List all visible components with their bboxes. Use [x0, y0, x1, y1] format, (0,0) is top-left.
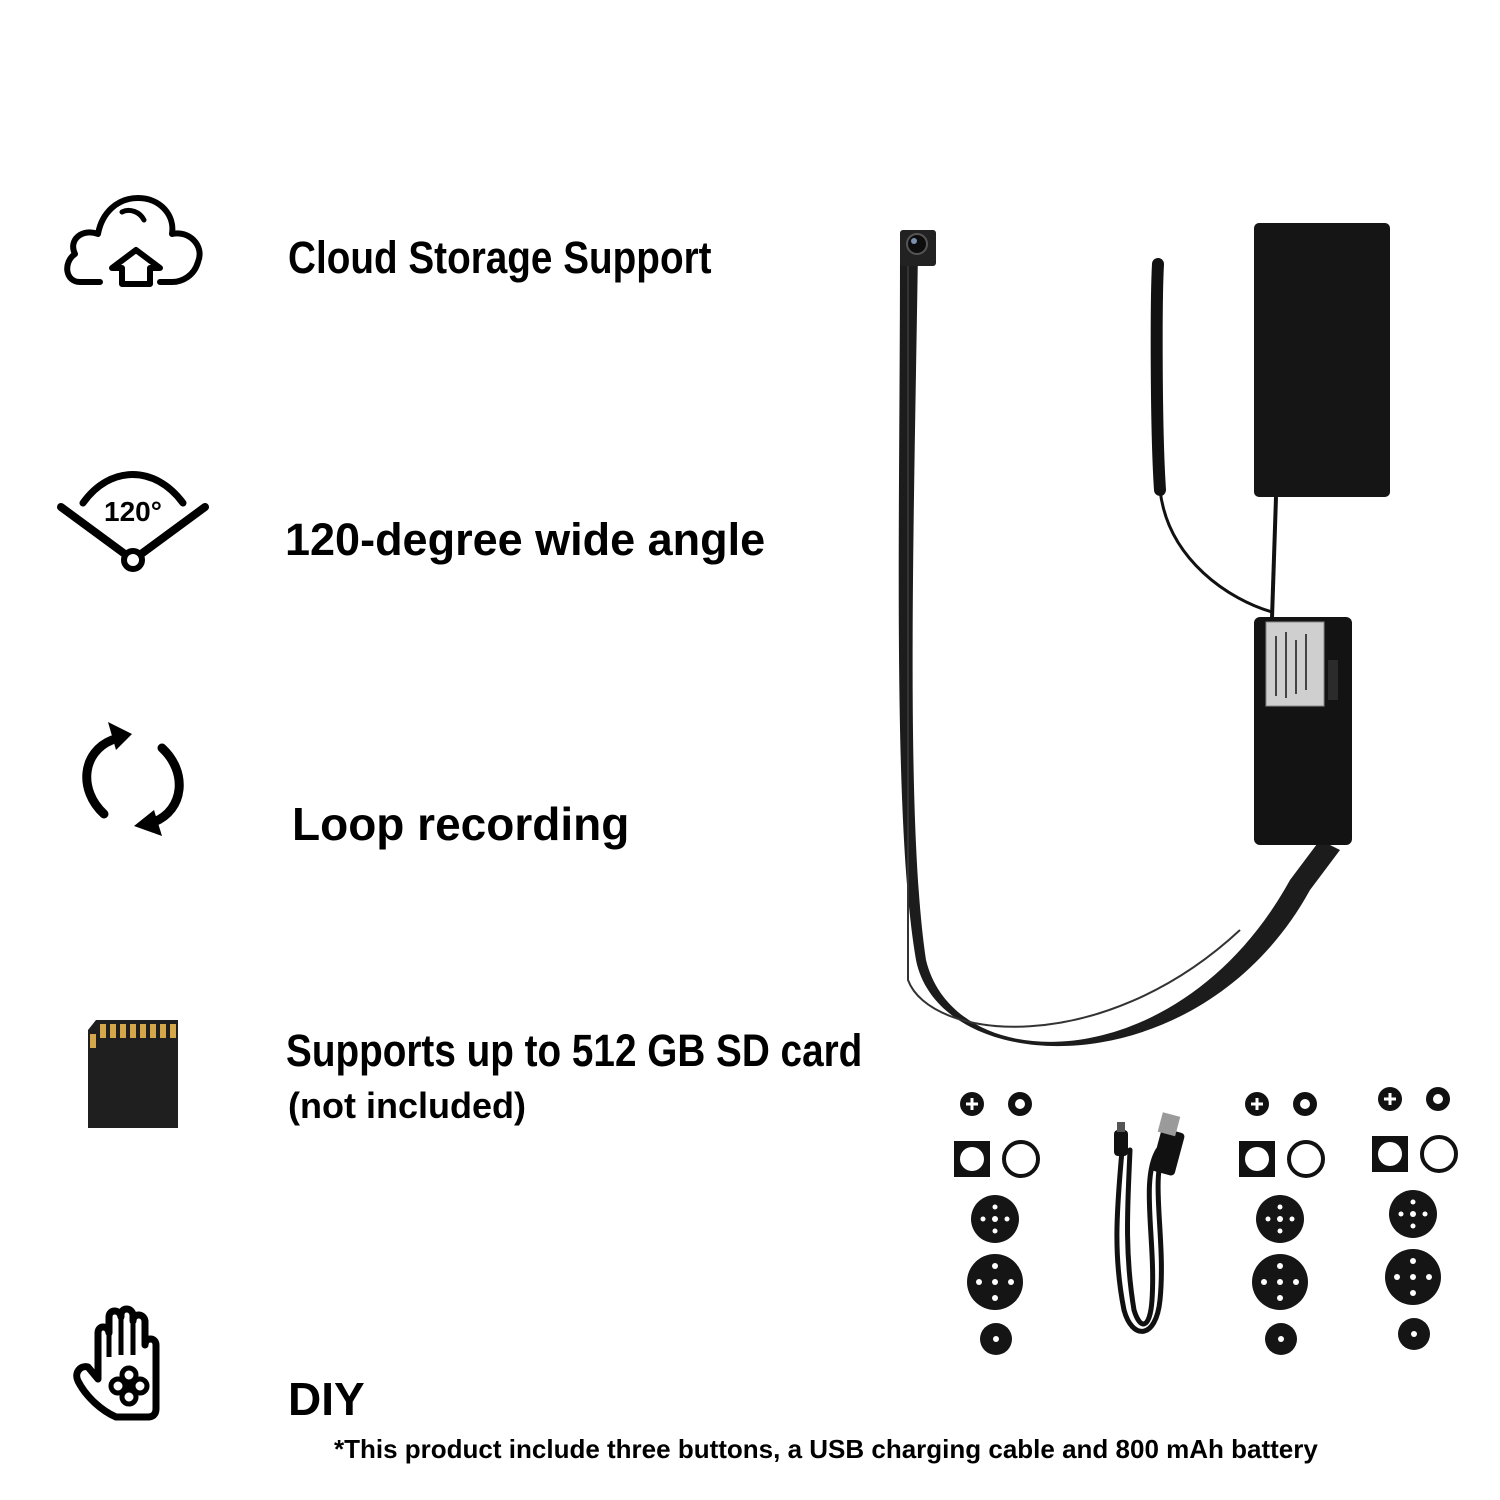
accessory-set-1 — [954, 1092, 1040, 1355]
battery-pack — [1254, 223, 1390, 497]
cloud-upload-icon — [64, 195, 203, 287]
angle-icon-label: 120° — [104, 496, 162, 527]
footnote: *This product include three buttons, a U… — [334, 1434, 1318, 1464]
camera-lens-module — [900, 230, 936, 266]
wide-angle-icon: 120° — [57, 471, 209, 572]
sd-card-icon — [88, 1020, 178, 1128]
feature-wide-angle-label: 120-degree wide angle — [285, 514, 766, 565]
feature-loop-recording-label: Loop recording — [292, 798, 630, 850]
accessory-set-2 — [1239, 1092, 1325, 1355]
feature-cloud-storage-label: Cloud Storage Support — [288, 232, 712, 283]
main-control-board — [1254, 617, 1352, 845]
feature-sd-card-sublabel: (not included) — [288, 1085, 526, 1126]
hand-flower-icon — [73, 1305, 160, 1421]
loop-arrows-icon — [82, 722, 184, 836]
feature-sd-card-label: Supports up to 512 GB SD card — [286, 1025, 863, 1076]
usb-charging-cable — [1114, 1147, 1167, 1334]
wifi-antenna — [1150, 258, 1273, 614]
feature-diy-label: DIY — [288, 1373, 365, 1425]
accessory-set-3 — [1372, 1087, 1458, 1350]
